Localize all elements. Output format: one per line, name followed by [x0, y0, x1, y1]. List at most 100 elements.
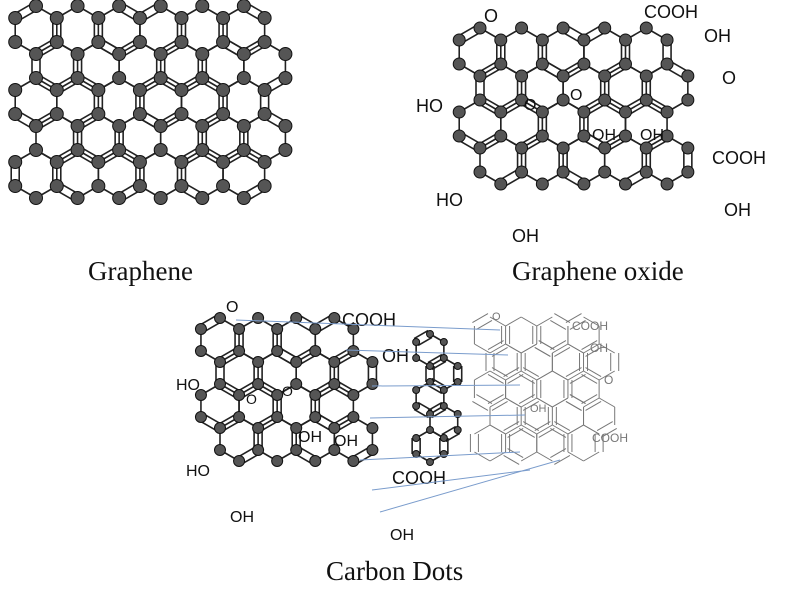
carbon-atom — [660, 33, 674, 47]
carbon-atom — [153, 119, 168, 133]
carbon-atom — [412, 338, 421, 346]
carbon-atom — [598, 93, 612, 107]
carbon-atom — [132, 179, 147, 193]
carbon-atom — [309, 411, 322, 423]
hydroxyl-group-label: OH — [298, 429, 322, 446]
carbon-atom — [412, 402, 421, 410]
carbon-atom — [660, 129, 674, 143]
carbon-atom — [236, 0, 251, 13]
carbon-atom — [577, 129, 591, 143]
graphene-oxide-caption: Graphene oxide — [512, 256, 684, 286]
carbon-atom — [347, 455, 360, 467]
carbon-atom — [257, 179, 272, 193]
carbon-atom — [271, 455, 284, 467]
carbon-atom — [681, 141, 695, 155]
carbon-atom — [598, 165, 612, 179]
carboxyl-group-label: COOH — [592, 431, 628, 445]
carbonyl-group-label: O — [492, 311, 501, 323]
carbon-atom — [233, 411, 246, 423]
carbon-atom — [681, 69, 695, 83]
hydroxyl-group-label: OH — [512, 226, 539, 246]
carbon-atom — [412, 354, 421, 362]
hydroxyl-group-label: OH — [382, 346, 409, 366]
carbon-atom — [452, 105, 466, 119]
carbon-atom — [473, 141, 487, 155]
carbon-atom — [49, 107, 64, 121]
carbon-atom — [618, 177, 632, 191]
carbon-atom — [271, 323, 284, 335]
carbon-atom — [412, 386, 421, 394]
carbon-atom — [70, 191, 85, 205]
carbon-atom — [174, 155, 189, 169]
carbon-atom — [494, 105, 508, 119]
carbon-atom — [577, 57, 591, 71]
carbon-atom — [556, 165, 570, 179]
carbon-atom — [91, 155, 106, 169]
hydroxyl_left-group-label: HO — [436, 190, 463, 210]
carbon-atom — [236, 71, 251, 85]
carbon-atom — [453, 362, 462, 370]
carbon-atom — [70, 119, 85, 133]
carbon-atom — [132, 35, 147, 49]
carbon-atom — [233, 345, 246, 357]
hydroxyl_left-group-label: HO — [176, 377, 200, 394]
carbon-atom — [112, 0, 127, 13]
carbon-atom — [366, 444, 379, 456]
carbon-atom — [598, 21, 612, 35]
carbon-atom — [49, 179, 64, 193]
carbon-atom — [426, 330, 434, 338]
carbon-atom — [347, 345, 360, 357]
carbon-atom — [660, 177, 674, 191]
carbon-atom — [660, 57, 674, 71]
carbon-atom — [216, 11, 231, 25]
carbon-atom — [70, 47, 85, 61]
carbon-atom — [439, 450, 448, 458]
carbon-atom — [216, 155, 231, 169]
carbon-atom — [577, 177, 591, 191]
carbon-atom — [556, 141, 570, 155]
carbon-atom — [257, 11, 272, 25]
carbon-atom — [290, 422, 303, 434]
carbon-atom — [29, 47, 43, 61]
carbon-atom — [29, 143, 43, 157]
carbon-atom — [132, 155, 147, 169]
carbon-atom — [112, 191, 127, 205]
carbon-atom — [535, 33, 549, 47]
carbonyl-group-label: O — [282, 383, 293, 399]
carbon-dots-caption: Carbon Dots — [326, 556, 464, 586]
carbon-atom — [453, 426, 462, 434]
carbon-atom — [112, 119, 127, 133]
carbon-atom — [153, 71, 168, 85]
carbon-atom — [494, 57, 508, 71]
carbon-atom — [214, 378, 226, 390]
carbon-atom — [618, 33, 632, 47]
carbon-atom — [195, 143, 210, 157]
carbon-atom — [412, 434, 421, 442]
carbonyl-group-label: O — [722, 68, 736, 88]
carbon-atom — [494, 129, 508, 143]
carbon-atom — [233, 323, 246, 335]
hydroxyl-group-label: OH — [590, 341, 608, 355]
carbon-atom — [366, 356, 379, 368]
carbon-atom — [515, 21, 529, 35]
carbon-atom — [618, 129, 632, 143]
carbon-atom — [494, 33, 508, 47]
carbon-atom — [328, 378, 341, 390]
carbon-atom — [453, 378, 462, 386]
carbon-atom — [278, 143, 293, 157]
carbon-atom — [290, 444, 303, 456]
carbon-atom — [347, 389, 360, 401]
hydroxyl-group-label: OH — [724, 200, 751, 220]
carbon-atom — [473, 21, 487, 35]
hydroxyl_left-group-label: HO — [186, 463, 210, 480]
carbon-atom — [8, 35, 23, 49]
carbon-atom — [8, 11, 23, 25]
carbon-atom — [577, 105, 591, 119]
carbon-atom — [271, 389, 284, 401]
carbon-atom — [216, 83, 231, 97]
carbon-atom — [112, 47, 127, 61]
carbon-atom — [236, 143, 251, 157]
layer-link-line — [345, 349, 509, 356]
